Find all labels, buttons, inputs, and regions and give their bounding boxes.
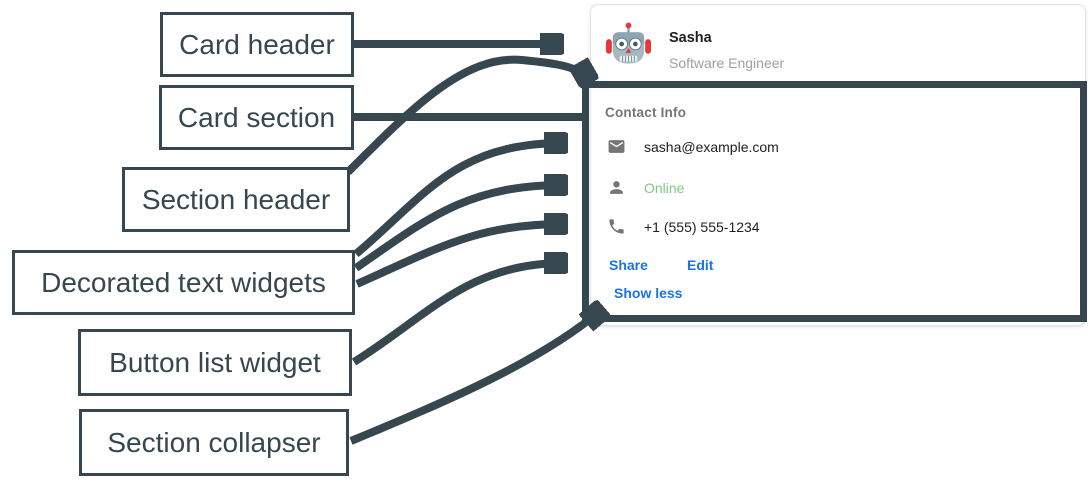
arrow-decorated-text-1	[353, 143, 564, 258]
robot-avatar-icon	[605, 22, 652, 64]
contact-card: Sasha Software Engineer Contact Info sas…	[590, 4, 1086, 326]
decorated-text-row: Online	[591, 178, 1085, 198]
annotation-section-collapser: Section collapser	[79, 409, 349, 476]
decorated-text-row: sasha@example.com	[591, 137, 1085, 157]
annotation-card-header: Card header	[160, 12, 354, 77]
share-button[interactable]: Share	[609, 257, 648, 273]
arrow-button-list	[351, 263, 564, 366]
card-header-name: Sasha	[669, 30, 712, 46]
annotation-card-section: Card section	[159, 85, 354, 150]
card-header-subtitle: Software Engineer	[669, 55, 785, 71]
person-icon	[610, 181, 623, 194]
phone-icon	[609, 219, 624, 234]
card-section-outline	[582, 81, 1087, 322]
decorated-text-row: +1 (555) 555-1234	[591, 217, 1085, 237]
email-text: sasha@example.com	[644, 139, 779, 155]
status-text: Online	[644, 180, 685, 196]
arrow-section-header	[345, 55, 588, 175]
show-less-button[interactable]: Show less	[614, 285, 683, 301]
arrow-section-collapser	[349, 310, 601, 445]
mail-icon	[608, 140, 625, 153]
section-header-text: Contact Info	[605, 105, 687, 120]
annotation-decorated-text-widgets: Decorated text widgets	[12, 250, 355, 315]
arrow-decorated-text-3	[355, 224, 564, 288]
phone-text: +1 (555) 555-1234	[644, 219, 760, 235]
annotation-section-header: Section header	[122, 167, 350, 232]
annotation-button-list-widget: Button list widget	[78, 329, 352, 396]
arrow-decorated-text-2	[353, 185, 564, 272]
edit-button[interactable]: Edit	[687, 257, 714, 273]
